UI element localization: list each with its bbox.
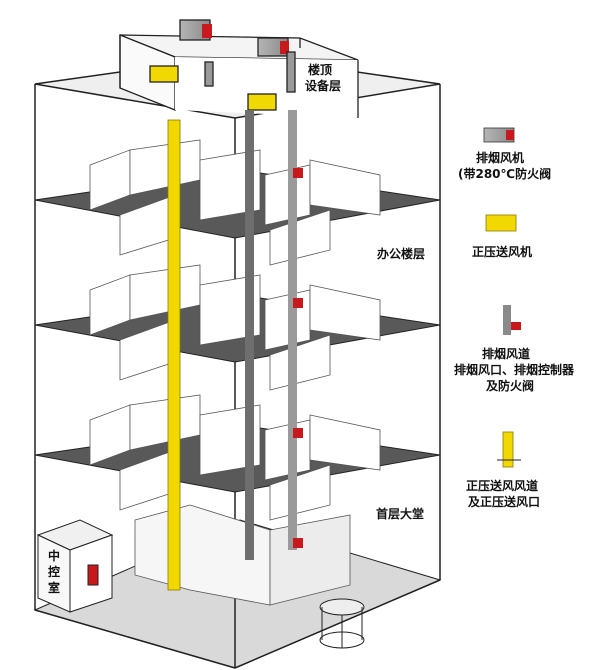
label-roof-line1: 楼顶 (308, 62, 332, 77)
smoke-exhaust-duct (245, 110, 297, 560)
legend-icon-smoke-fan (483, 127, 515, 143)
legend-1-line2: (带280℃防火阀 (458, 166, 551, 181)
label-office: 办公楼层 (377, 246, 425, 261)
legend-4-line2: 及正压送风口 (468, 494, 540, 509)
legend-icon-pressurization-fan (485, 214, 517, 232)
pressurization-fan-roof-1 (149, 65, 179, 83)
label-control-3: 室 (48, 580, 60, 595)
legend-icon-pressurization-duct (497, 431, 521, 468)
legend-1-line1: 排烟风机 (476, 150, 524, 165)
legend-4-line1: 正压送风风道 (466, 478, 538, 493)
revolving-door (319, 598, 365, 649)
label-lobby: 首层大堂 (376, 506, 424, 521)
pressurization-fan-roof-2 (247, 93, 277, 111)
legend-3-line2: 排烟风口、排烟控制器 (454, 362, 575, 377)
floor-partitions (89, 139, 381, 606)
label-control-1: 中 (48, 548, 60, 563)
roof-equipment-room (119, 19, 359, 118)
control-room (36, 519, 114, 613)
legend-2-line1: 正压送风机 (472, 244, 532, 259)
label-control-2: 控 (48, 564, 60, 579)
smoke-vents (293, 168, 303, 548)
legend-3-line1: 排烟风道 (482, 346, 530, 361)
pressurization-duct (167, 119, 181, 591)
legend-icon-smoke-duct (503, 305, 521, 335)
legend-3-line3: 及防火阀 (486, 378, 534, 393)
label-roof-line2: 设备层 (305, 78, 341, 93)
